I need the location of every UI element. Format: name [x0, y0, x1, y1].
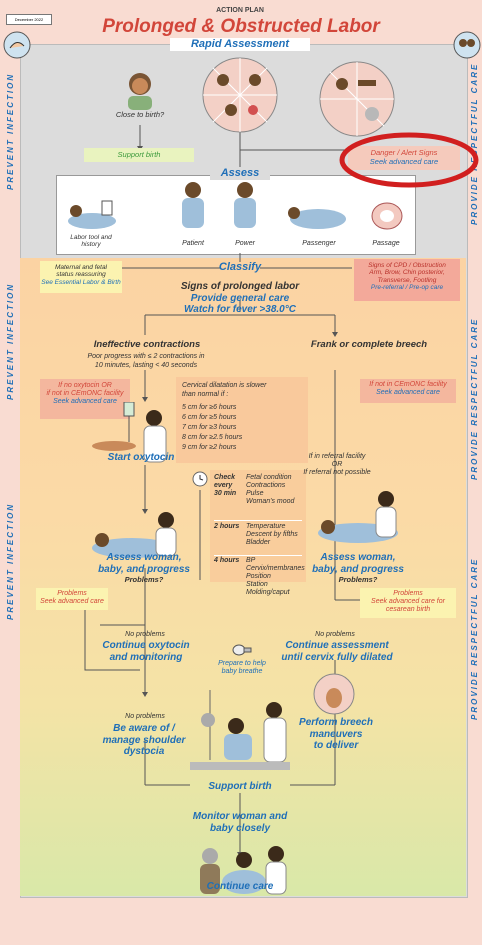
problems-left-box: Problems Seek advanced care: [36, 588, 108, 610]
page-title: Prolonged & Obstructed Labor: [102, 16, 380, 37]
dilation-intro-2: than normal if :: [182, 391, 229, 398]
assess-item-passage: Passage: [372, 240, 400, 247]
dilation-intro-1: Cervical dilatation is slower: [182, 382, 267, 389]
classify-right-box: Signs of CPD / Obstruction Arm, Brow, Ch…: [354, 259, 460, 301]
assess-title: Assess: [210, 167, 270, 180]
check-4h-items: BP Cervix/membranes Position Station Mol…: [246, 557, 305, 597]
continue-assessment: Continue assessment until cervix fully d…: [281, 640, 393, 663]
dilation-row-1: 5 cm for ≥6 hours: [182, 404, 237, 411]
assess-woman-figure-right: [318, 491, 398, 543]
rapid-assessment-title: Rapid Assessment: [170, 38, 310, 51]
eyebrow: ACTION PLAN: [216, 7, 264, 14]
danger-signs-circle-2: [319, 61, 395, 137]
passenger-figure: [288, 207, 346, 229]
check-4h-label: 4 hours: [214, 557, 240, 564]
date-box: December 2022: [6, 14, 52, 25]
referral-facility: If in referral facility OR If referral n…: [303, 453, 371, 477]
check-table: [210, 470, 306, 582]
perform-breech: Perform breech maneuvers to deliver: [299, 717, 373, 751]
check-30min-label: Check every 30 min: [214, 474, 237, 498]
assess-item-labor-tool: Labor tool and history: [70, 234, 112, 249]
clock-icon: [192, 471, 208, 487]
continue-oxytocin: Continue oxytocin and monitoring: [102, 640, 190, 663]
dilation-row-4: 8 cm for ≥2.5 hours: [182, 434, 243, 441]
support-birth-final: Support birth: [190, 781, 290, 793]
no-oxytocin-box: If no oxytocin OR if not in CEmONC facil…: [40, 379, 130, 419]
power-figure: [234, 182, 256, 228]
not-cemonc-box: If not in CEmONC facility Seek advanced …: [360, 379, 456, 403]
patient-figure: [182, 182, 204, 228]
monitor-woman-baby: Monitor woman and baby closely: [192, 811, 288, 834]
breech-figure: [313, 673, 355, 715]
close-to-birth: Close to birth?: [115, 110, 165, 119]
nurse-oxytocin-figure: [92, 402, 167, 463]
hand-wash-icon: [3, 31, 31, 59]
dilation-row-5: 9 cm for ≥2 hours: [182, 444, 237, 451]
family-figure: [200, 846, 287, 895]
classify-title: Classify: [218, 261, 262, 273]
problems-right: Problems?: [338, 575, 378, 584]
dilation-box: [176, 377, 308, 463]
birth-scene-figure: [190, 690, 290, 770]
breech-title: Frank or complete breech: [310, 339, 428, 350]
no-problems-left-2: No problems: [125, 713, 165, 720]
assess-woman-left: Assess woman, baby, and progress: [98, 552, 190, 575]
bag-mask-icon: [232, 644, 252, 656]
classify-left-box: Maternal and fetal status reassuring See…: [40, 261, 122, 293]
red-circle-highlight: [339, 132, 479, 188]
check-30min-items: Fetal condition Contractions Pulse Woman…: [246, 474, 295, 506]
assess-item-power: Power: [235, 240, 255, 247]
check-2h-label: 2 hours: [214, 523, 240, 530]
danger-signs-circle-1: [202, 57, 278, 133]
support-birth-box: Support birth: [84, 148, 194, 162]
prepare-help-baby: Prepare to help baby breathe: [218, 660, 266, 676]
assess-item-passenger: Passenger: [302, 240, 336, 247]
check-divider-2: [214, 555, 302, 556]
ineffective-contractions-title: Ineffective contractions: [93, 339, 201, 350]
dilation-row-2: 6 cm for ≥5 hours: [182, 414, 237, 421]
start-oxytocin: Start oxytocin: [107, 452, 175, 463]
woman-face-icon: [128, 73, 152, 110]
people-icon: [453, 31, 481, 59]
continue-care: Continue care: [206, 881, 274, 892]
assess-item-patient: Patient: [182, 240, 204, 247]
check-divider-1: [214, 520, 302, 521]
assess-woman-right: Assess woman, baby, and progress: [312, 552, 404, 575]
pelvis-figure: [371, 202, 403, 230]
signs-of-prolonged-labor: Signs of prolonged labor Provide general…: [180, 281, 300, 315]
no-problems-left: No problems: [125, 631, 165, 638]
check-2h-items: Temperature Descent by fifths Bladder: [246, 523, 298, 547]
danger-signs-box: Danger / Alert Signs Seek advanced care: [348, 146, 460, 170]
ineffective-desc-2: 10 minutes, lasting < 40 seconds: [94, 362, 198, 369]
ineffective-desc-1: Poor progress with ≤ 2 contractions in: [87, 353, 205, 360]
assess-woman-figure-left: [92, 512, 177, 558]
shoulder-dystocia: Be aware of / manage shoulder dystocia: [102, 723, 186, 757]
dilation-row-3: 7 cm for ≥3 hours: [182, 424, 237, 431]
labor-tool-figure: [68, 200, 116, 229]
no-problems-right: No problems: [315, 631, 355, 638]
problems-right-box: Problems Seek advanced care for cesarean…: [360, 588, 456, 618]
problems-left: Problems?: [124, 575, 164, 584]
